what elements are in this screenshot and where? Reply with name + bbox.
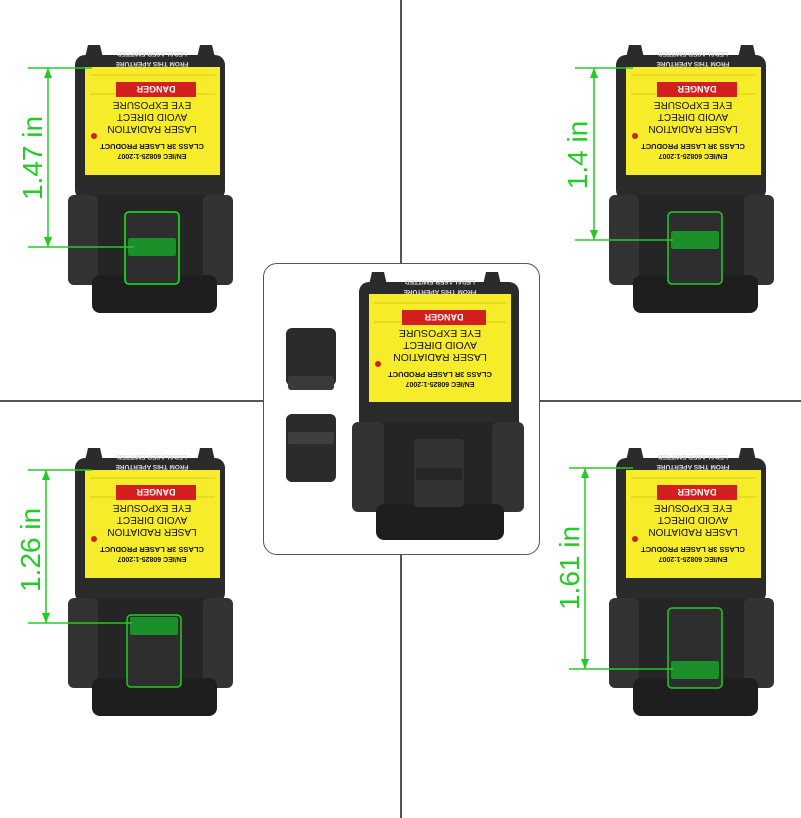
label-standard: EN/IEC 60825-1:2007 <box>117 555 186 562</box>
panel-bottom-right: EN/IEC 60825-1:2007 CLASS 3R LASER PRODU… <box>554 448 774 716</box>
laser-warning-icon <box>91 133 97 139</box>
panel-bottom-left: EN/IEC 60825-1:2007 CLASS 3R LASER PRODU… <box>15 448 233 716</box>
danger-badge <box>116 485 196 500</box>
label-aperture: FROM THIS APERTURE <box>115 60 189 67</box>
laser-device: EN/IEC 60825-1:2007 CLASS 3R LASER PRODU… <box>68 45 233 313</box>
laser-device: EN/IEC 60825-1:2007 CLASS 3R LASER PRODU… <box>352 272 524 540</box>
laser-device: EN/IEC 60825-1:2007 CLASS 3R LASER PRODU… <box>609 448 774 716</box>
label-line-2: AVOID DIRECT <box>658 514 728 525</box>
danger-badge <box>657 485 737 500</box>
label-line-3: EYE EXPOSURE <box>399 327 481 339</box>
label-line-1: LASER RADIATION <box>107 526 196 537</box>
label-line-2: AVOID DIRECT <box>117 514 187 525</box>
switch-slider <box>671 661 719 679</box>
label-line-3: EYE EXPOSURE <box>112 99 191 110</box>
label-emitted: LED&LASER EMITTED <box>117 453 187 460</box>
label-line-1: LASER RADIATION <box>107 123 196 134</box>
measurement-label: 1.4 in <box>562 121 593 190</box>
arrow-down-icon <box>590 230 598 240</box>
arrow-down-icon <box>44 237 52 247</box>
label-standard: EN/IEC 60825-1:2007 <box>405 380 474 387</box>
label-product: CLASS 3R LASER PRODUCT <box>100 545 204 554</box>
measurement-label: 1.47 in <box>17 116 48 200</box>
arrow-up-icon <box>42 470 50 480</box>
label-line-3: EYE EXPOSURE <box>112 502 191 513</box>
horizontal-divider-right <box>538 400 801 402</box>
label-product: CLASS 3R LASER PRODUCT <box>100 142 204 151</box>
label-line-1: LASER RADIATION <box>648 526 737 537</box>
arrow-down-icon <box>42 613 50 623</box>
label-line-1: LASER RADIATION <box>393 351 487 363</box>
label-product: CLASS 3R LASER PRODUCT <box>388 370 492 379</box>
switch-slider <box>130 617 178 635</box>
danger-badge <box>116 82 196 97</box>
danger-badge <box>402 310 486 325</box>
arrow-up-icon <box>44 68 52 78</box>
laser-device: EN/IEC 60825-1:2007 CLASS 3R LASER PRODU… <box>609 45 774 313</box>
measurement-top-right: 1.4 in <box>562 67 673 241</box>
arrow-down-icon <box>581 659 589 669</box>
danger-badge <box>657 82 737 97</box>
label-danger: DANGER <box>677 487 717 497</box>
measurement-label: 1.61 in <box>554 526 585 610</box>
label-line-2: AVOID DIRECT <box>658 111 728 122</box>
panel-top-left: EN/IEC 60825-1:2007 CLASS 3R LASER PRODU… <box>17 45 233 313</box>
vertical-divider-top <box>400 0 402 263</box>
label-aperture: FROM THIS APERTURE <box>656 463 730 470</box>
switch-slider <box>671 231 719 249</box>
label-product: CLASS 3R LASER PRODUCT <box>641 545 745 554</box>
label-aperture: FROM THIS APERTURE <box>403 288 477 295</box>
laser-warning-icon <box>632 536 638 542</box>
label-line-2: AVOID DIRECT <box>117 111 187 122</box>
panel-top-right: EN/IEC 60825-1:2007 CLASS 3R LASER PRODU… <box>562 45 774 313</box>
laser-warning-icon <box>375 361 381 367</box>
label-danger: DANGER <box>136 84 176 94</box>
label-emitted: LED&LASER EMITTED <box>405 278 475 285</box>
label-aperture: FROM THIS APERTURE <box>656 60 730 67</box>
label-standard: EN/IEC 60825-1:2007 <box>658 152 727 159</box>
label-emitted: LED&LASER EMITTED <box>658 50 728 57</box>
measurement-bottom-right: 1.61 in <box>554 467 673 670</box>
laser-device: EN/IEC 60825-1:2007 CLASS 3R LASER PRODU… <box>68 448 233 716</box>
measurement-label: 1.26 in <box>15 508 46 592</box>
label-line-3: EYE EXPOSURE <box>653 502 732 513</box>
label-danger: DANGER <box>424 312 464 322</box>
measurement-top-left: 1.47 in <box>17 67 134 248</box>
label-emitted: LED&LASER EMITTED <box>117 50 187 57</box>
label-line-2: AVOID DIRECT <box>402 339 476 351</box>
label-product: CLASS 3R LASER PRODUCT <box>641 142 745 151</box>
label-line-3: EYE EXPOSURE <box>653 99 732 110</box>
vertical-divider-bottom <box>400 553 402 818</box>
horizontal-divider-left <box>0 400 263 402</box>
switch-slider <box>416 468 462 480</box>
label-danger: DANGER <box>136 487 176 497</box>
spare-switch-caps <box>286 328 336 482</box>
label-danger: DANGER <box>677 84 717 94</box>
switch-slider <box>128 238 176 256</box>
label-aperture: FROM THIS APERTURE <box>115 463 189 470</box>
label-emitted: LED&LASER EMITTED <box>658 453 728 460</box>
label-standard: EN/IEC 60825-1:2007 <box>117 152 186 159</box>
label-line-1: LASER RADIATION <box>648 123 737 134</box>
center-panel: EN/IEC 60825-1:2007 CLASS 3R LASER PRODU… <box>263 263 540 555</box>
label-standard: EN/IEC 60825-1:2007 <box>658 555 727 562</box>
arrow-up-icon <box>590 68 598 78</box>
arrow-up-icon <box>581 468 589 478</box>
measurement-bottom-left: 1.26 in <box>15 469 132 624</box>
laser-warning-icon <box>632 133 638 139</box>
laser-warning-icon <box>91 536 97 542</box>
center-device-illustration: EN/IEC 60825-1:2007 CLASS 3R LASER PRODU… <box>286 272 524 540</box>
